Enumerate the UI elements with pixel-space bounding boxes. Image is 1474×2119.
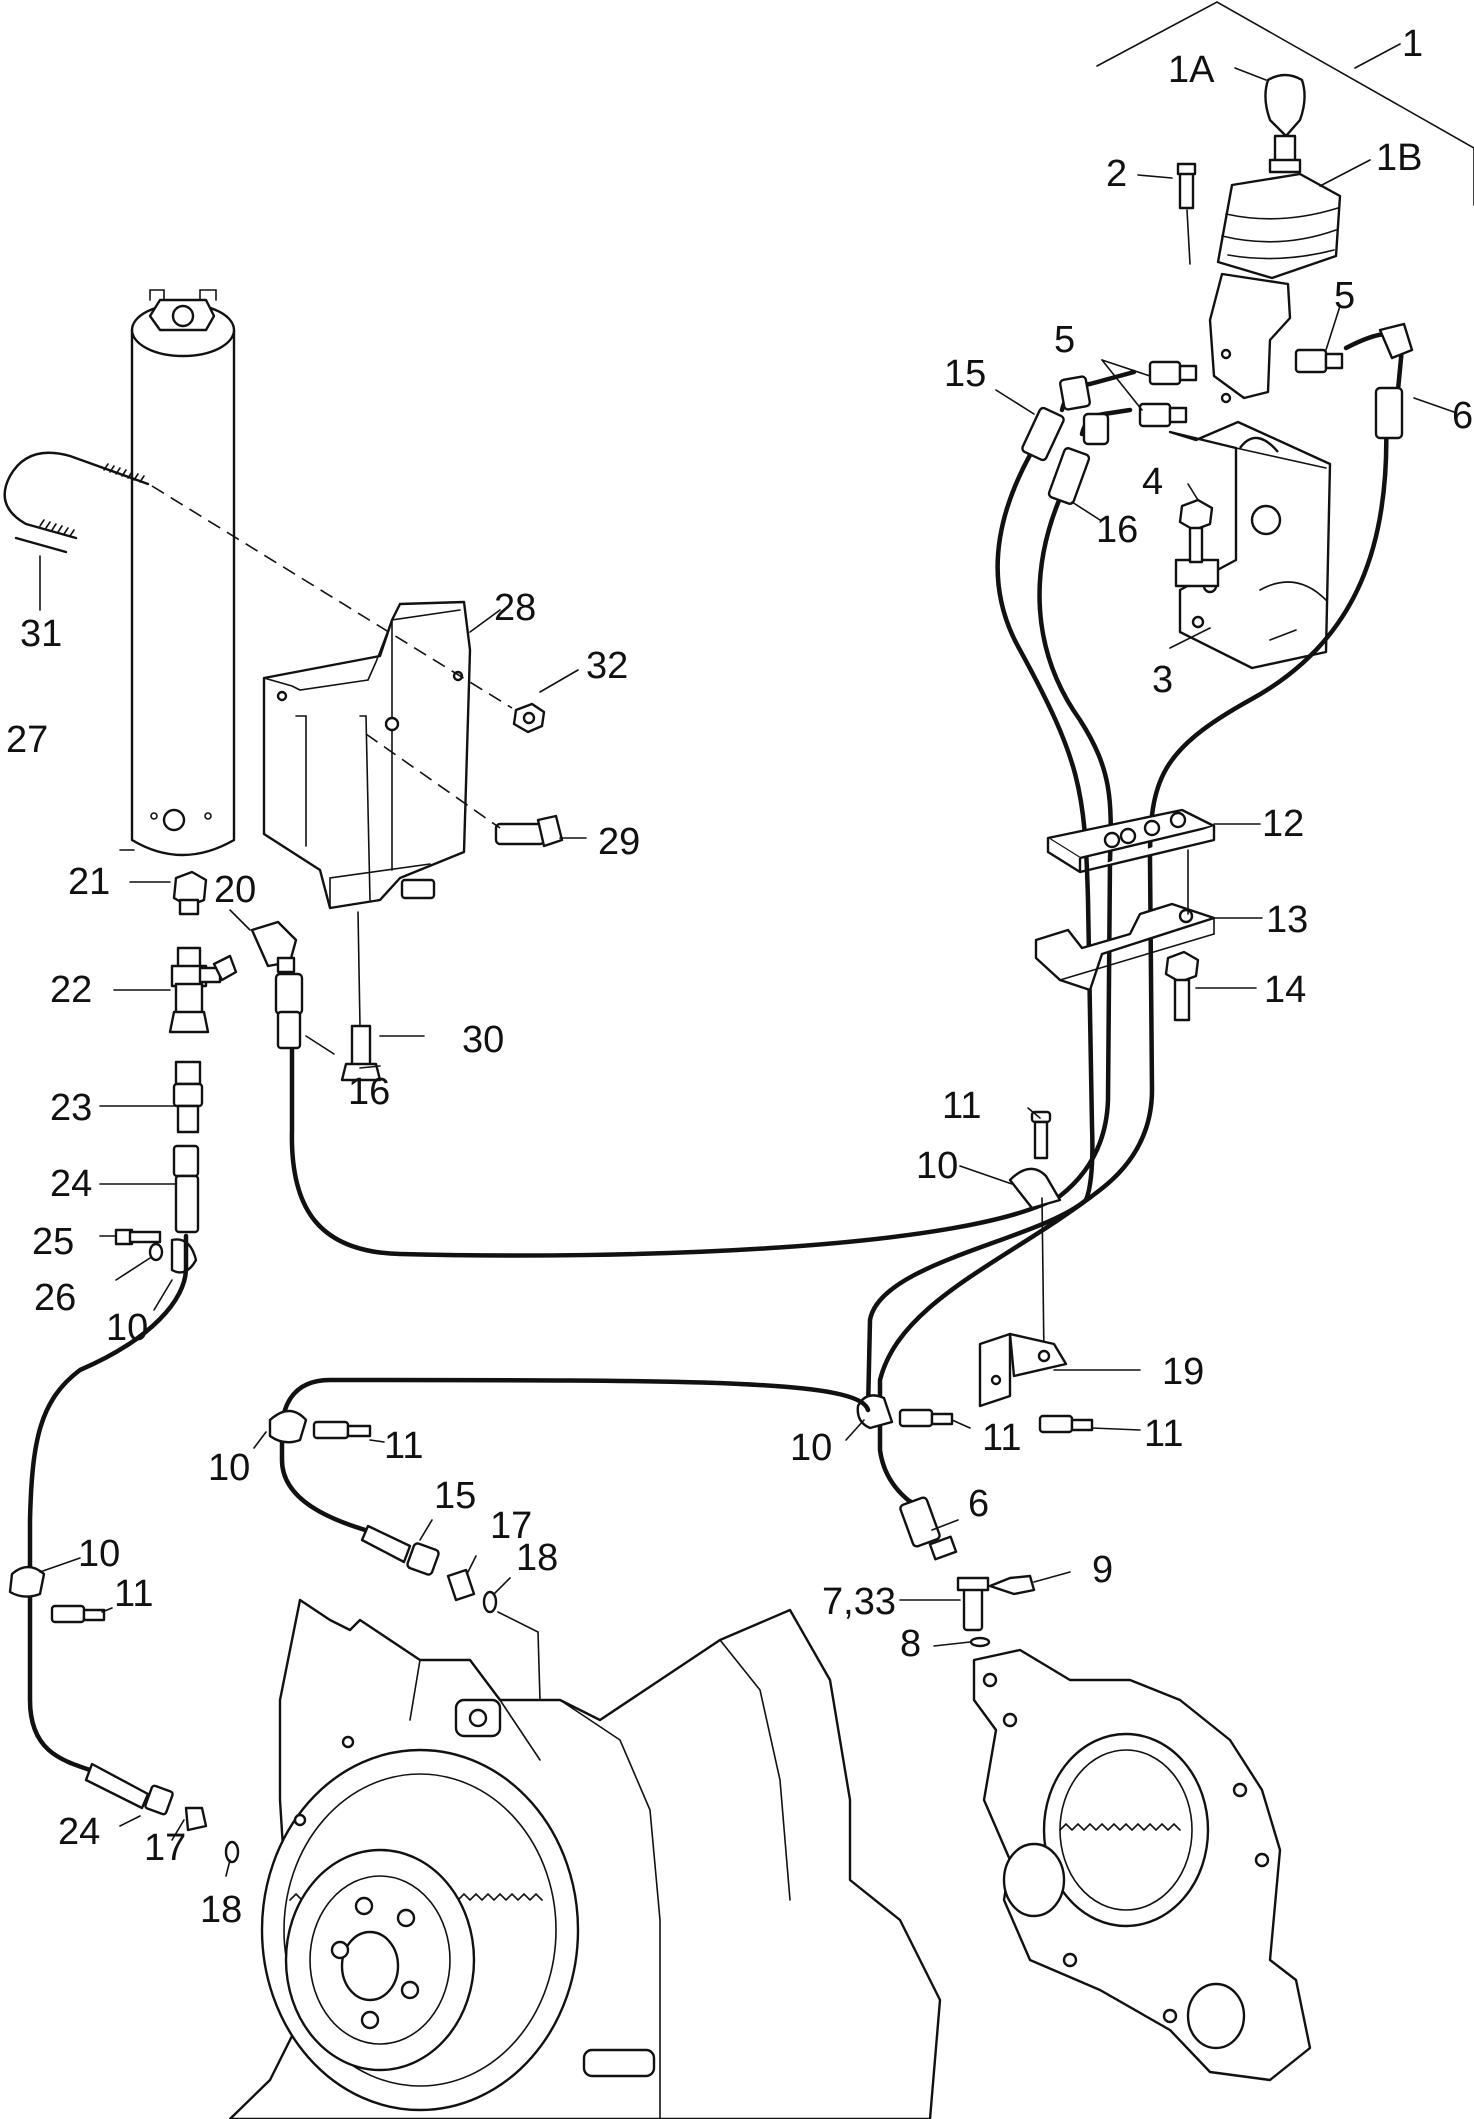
label-12: 12 bbox=[1262, 803, 1304, 845]
bolt-14 bbox=[1164, 950, 1200, 1022]
clamp-10-center bbox=[856, 1394, 1094, 1434]
accumulator-27 bbox=[130, 289, 236, 857]
label-5-right: 5 bbox=[1334, 275, 1355, 317]
label-9: 9 bbox=[1092, 1549, 1113, 1591]
label-3: 3 bbox=[1152, 659, 1173, 701]
label-14: 14 bbox=[1264, 969, 1306, 1011]
label-7-33: 7,33 bbox=[822, 1581, 896, 1623]
label-15-bottom: 15 bbox=[434, 1475, 476, 1517]
transmission-housing bbox=[228, 1598, 942, 2119]
label-6-top: 6 bbox=[1452, 395, 1473, 437]
pilot-hose-15-lower bbox=[268, 1377, 871, 1701]
label-29: 29 bbox=[598, 821, 640, 863]
u-bolt-31 bbox=[3, 451, 150, 554]
pilot-hose-24 bbox=[27, 1233, 240, 1864]
pilot-hose-15 bbox=[865, 369, 1137, 1413]
label-30: 30 bbox=[462, 1019, 504, 1061]
mounting-bracket-28 bbox=[262, 600, 472, 910]
label-19: 19 bbox=[1162, 1351, 1204, 1393]
fitting-7-33-assembly bbox=[899, 1496, 1036, 1648]
label-1: 1 bbox=[1402, 23, 1423, 65]
label-18-left: 18 bbox=[200, 1889, 242, 1931]
label-11-mid: 11 bbox=[384, 1425, 423, 1467]
callout-labels: 1 1A 1B 2 3 4 5 5 6 6 7,33 8 9 10 10 10 … bbox=[6, 23, 1473, 1931]
label-11-right: 11 bbox=[1144, 1413, 1183, 1455]
fasteners-29-30-32 bbox=[340, 702, 564, 1082]
label-24-upper: 24 bbox=[50, 1163, 92, 1205]
label-26: 26 bbox=[34, 1277, 76, 1319]
dashed-alignment-lines bbox=[151, 485, 513, 1027]
label-16-right: 16 bbox=[1096, 509, 1138, 551]
label-2: 2 bbox=[1106, 153, 1127, 195]
label-20: 20 bbox=[214, 869, 256, 911]
tee-fitting-assembly-left bbox=[114, 870, 298, 1274]
clamp-10-left-lower bbox=[8, 1565, 106, 1624]
label-1b: 1B bbox=[1376, 137, 1422, 179]
label-24-lower: 24 bbox=[58, 1811, 100, 1853]
joystick-valve-assembly bbox=[1138, 73, 1344, 670]
label-10-mid: 10 bbox=[208, 1447, 250, 1489]
label-5-left: 5 bbox=[1054, 319, 1075, 361]
label-27: 27 bbox=[6, 719, 48, 761]
label-18-center: 18 bbox=[516, 1537, 558, 1579]
label-32: 32 bbox=[586, 645, 628, 687]
hose-16-fitting-left bbox=[274, 972, 304, 1050]
label-13: 13 bbox=[1266, 899, 1308, 941]
label-25: 25 bbox=[32, 1221, 74, 1263]
clamp-plate-12 bbox=[1046, 808, 1216, 874]
pilot-hose-6 bbox=[877, 322, 1414, 1513]
label-17-center: 17 bbox=[490, 1505, 532, 1547]
label-8: 8 bbox=[900, 1623, 921, 1665]
leader-lines bbox=[39, 67, 1455, 1877]
label-1a: 1A bbox=[1168, 49, 1215, 91]
label-21: 21 bbox=[68, 861, 110, 903]
label-16-left: 16 bbox=[348, 1071, 390, 1113]
label-10-center: 10 bbox=[790, 1427, 832, 1469]
label-28: 28 bbox=[494, 587, 536, 629]
label-11-left: 11 bbox=[114, 1573, 153, 1615]
label-10-left-lower: 10 bbox=[78, 1533, 120, 1575]
label-23: 23 bbox=[50, 1087, 92, 1129]
motor-housing bbox=[972, 1648, 1312, 2082]
label-6-bottom: 6 bbox=[968, 1483, 989, 1525]
label-17-left: 17 bbox=[144, 1827, 186, 1869]
label-11-center: 11 bbox=[982, 1417, 1021, 1459]
label-10-left-upper: 10 bbox=[106, 1307, 148, 1349]
label-31: 31 bbox=[20, 613, 62, 655]
assembly-bracket-1 bbox=[1096, 1, 1474, 206]
bracket-19 bbox=[978, 1332, 1068, 1408]
label-15-top: 15 bbox=[944, 353, 986, 395]
label-4: 4 bbox=[1142, 461, 1163, 503]
label-22: 22 bbox=[50, 969, 92, 1011]
pilot-hose-16 bbox=[289, 407, 1133, 1258]
label-10-upper: 10 bbox=[916, 1145, 958, 1187]
clamp-plate-13 bbox=[1034, 849, 1216, 992]
label-11-upper: 11 bbox=[942, 1085, 981, 1127]
